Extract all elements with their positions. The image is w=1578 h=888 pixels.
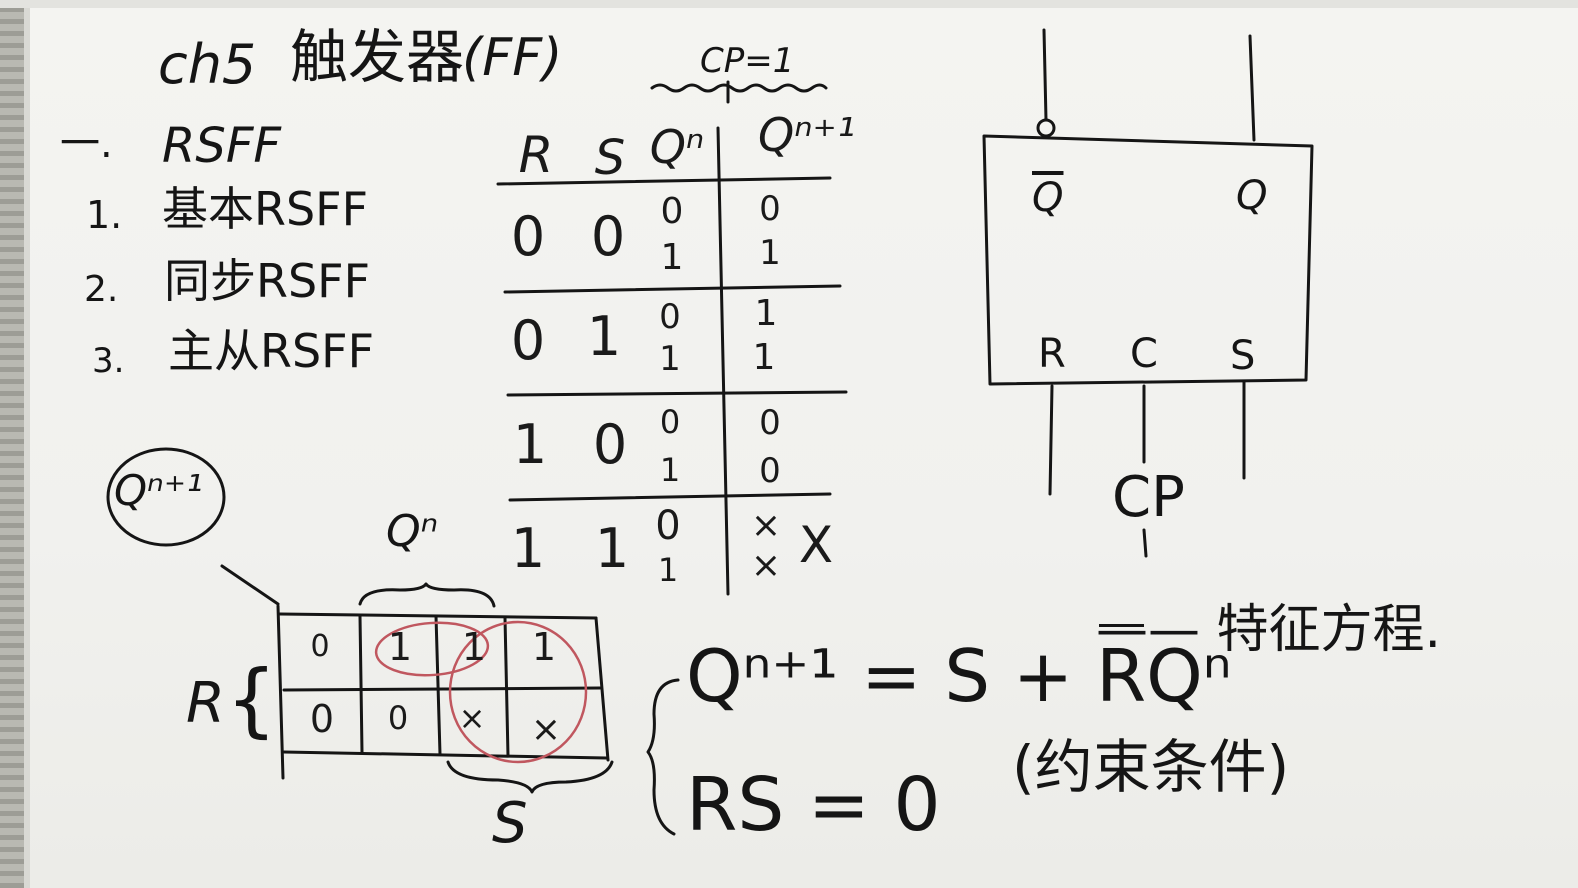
board-top-edge xyxy=(0,0,1578,8)
tt-row-rule-2 xyxy=(506,390,848,397)
tt-qn1-1b: 1 xyxy=(759,233,781,273)
kmap-col-1 xyxy=(358,614,364,754)
kmap-loop-right xyxy=(448,620,588,764)
tt-s-3: 0 xyxy=(592,413,628,476)
ff-r-label: R xyxy=(1038,331,1066,377)
kmap-left-border xyxy=(276,604,285,780)
tt-r-1: 0 xyxy=(510,205,546,268)
tt-qn1-2a: 1 xyxy=(754,293,778,334)
tt-qn1-1a: 0 xyxy=(759,189,781,229)
tt-qn-2b: 1 xyxy=(659,339,681,379)
wire-r-in xyxy=(1048,384,1054,496)
tt-divider xyxy=(716,126,730,596)
kmap-row-label: R xyxy=(186,671,225,736)
ff-s-label: S xyxy=(1230,333,1256,379)
tt-qn-4b: 1 xyxy=(657,551,679,589)
kmap-col-3 xyxy=(503,616,510,758)
kmap-s-label: S xyxy=(492,791,528,856)
kmap-cell-02: 1 xyxy=(461,625,487,669)
kmap-col-2 xyxy=(434,614,442,756)
topic-abbr: (FF) xyxy=(462,28,563,88)
tt-r-4: 1 xyxy=(510,517,546,580)
kmap-cell-03: 1 xyxy=(531,625,557,669)
kmap-bottom-border xyxy=(282,750,608,760)
char-eq-lhs: Qⁿ⁺¹ = S + xyxy=(686,634,1097,718)
tt-row-rule-3 xyxy=(508,492,832,502)
kmap-corner-diagonal xyxy=(220,564,280,606)
tt-qn-1a: 0 xyxy=(660,191,684,232)
tt-dont-care-mark: X xyxy=(798,516,834,574)
chapter-label: ch5 xyxy=(158,33,257,96)
kmap-column-label: Qⁿ xyxy=(386,506,439,557)
tt-r-3: 1 xyxy=(512,413,548,476)
tt-qn1-2b: 1 xyxy=(752,337,776,378)
wire-q-out xyxy=(1248,34,1256,142)
inverter-bubble xyxy=(1036,118,1056,138)
tt-qn1-3a: 0 xyxy=(759,403,781,443)
kmap-right-border xyxy=(594,616,610,762)
tt-header-r: R xyxy=(518,126,554,184)
wire-qbar-out xyxy=(1042,28,1048,122)
tt-qn-2a: 0 xyxy=(659,297,681,337)
tt-s-1: 0 xyxy=(590,205,626,268)
tt-header-qn1: Qⁿ⁺¹ xyxy=(758,108,856,162)
outline-item-2-num: 2. xyxy=(84,269,119,310)
tt-s-4: 1 xyxy=(594,517,630,580)
tt-s-2: 1 xyxy=(586,305,622,368)
kmap-bottom-brace xyxy=(446,760,614,794)
kmap-cell-11: 0 xyxy=(387,699,409,737)
kmap-cell-00: 0 xyxy=(310,629,330,664)
tt-qn-4a: 0 xyxy=(655,503,681,549)
tt-qn1-3b: 0 xyxy=(759,451,781,491)
tt-qn-3a: 0 xyxy=(659,403,681,441)
tt-qn1-4a: × xyxy=(750,505,782,546)
ff-q-label: Q xyxy=(1236,173,1268,219)
section-title: RSFF xyxy=(162,118,282,174)
ff-c-label: C xyxy=(1130,331,1158,377)
kmap-cell-10: 0 xyxy=(309,697,335,741)
char-eq-qn: Qⁿ xyxy=(1146,634,1232,718)
outline-item-1: 基本RSFF xyxy=(162,182,369,236)
char-eq-label: —— 特征方程. xyxy=(1096,600,1442,660)
ff-box xyxy=(982,134,1314,386)
board-frame xyxy=(0,0,30,888)
section-number: 一. xyxy=(60,121,113,167)
constraint-label: (约束条件) xyxy=(1012,733,1290,801)
kmap-loop-top xyxy=(374,621,490,677)
kmap-label-circle xyxy=(106,447,226,547)
kmap-cell-01: 1 xyxy=(387,625,413,669)
tt-row-rule-1 xyxy=(503,284,842,294)
kmap-row-brace: { xyxy=(226,653,277,746)
topic-title: 触发器 xyxy=(290,23,465,91)
tt-qn-3b: 1 xyxy=(659,451,681,489)
kmap-cell-12: × xyxy=(458,699,486,737)
tt-r-2: 0 xyxy=(510,309,546,372)
ff-qbar-label: Q xyxy=(1032,175,1064,221)
outline-item-3: 主从RSFF xyxy=(168,324,375,378)
outline-item-2: 同步RSFF xyxy=(164,254,371,308)
ff-clock-label: CP xyxy=(1112,465,1185,530)
constraint-equation: RS = 0 xyxy=(686,762,941,848)
kmap-cell-13: × xyxy=(530,709,562,750)
kmap-mid-rule xyxy=(282,686,602,692)
tt-header-qn: Qⁿ xyxy=(649,120,705,174)
outline-item-1-num: 1. xyxy=(86,193,123,237)
characteristic-equation: Qⁿ⁺¹ = S + RQⁿ xyxy=(686,640,1232,712)
kmap-top-border xyxy=(278,612,598,620)
tt-header-rule xyxy=(496,176,832,186)
wire-cp-in xyxy=(1142,528,1148,558)
kmap-top-brace xyxy=(358,582,496,608)
tt-header-s: S xyxy=(594,130,626,186)
r-bar: R xyxy=(1096,634,1147,718)
condition-note: CP=1 xyxy=(700,41,795,81)
kmap-output-label: Qⁿ⁺¹ xyxy=(114,466,203,515)
tt-qn1-4b: × xyxy=(750,545,782,586)
outline-item-3-num: 3. xyxy=(92,341,125,381)
equation-brace xyxy=(646,678,680,836)
cp-underline xyxy=(650,83,828,93)
tt-qn-1b: 1 xyxy=(660,237,684,278)
